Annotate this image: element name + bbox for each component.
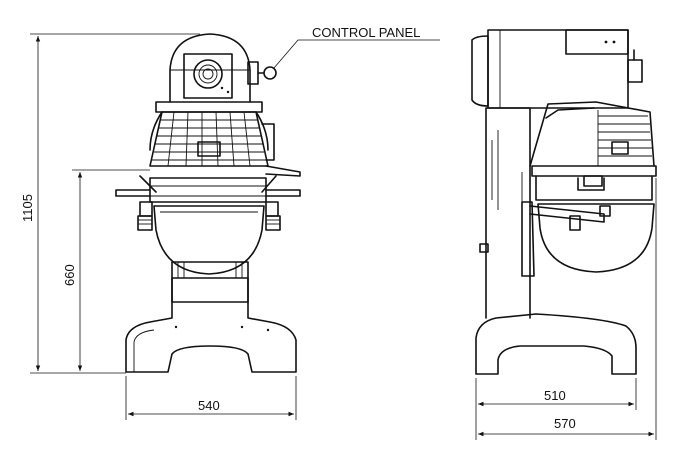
front-view: CONTROL PANEL: [115, 25, 440, 373]
dim-bowl-height: 660: [62, 264, 77, 286]
dim-side-overall-depth: 570: [554, 416, 576, 431]
front-bowl-carrier: [149, 177, 267, 203]
dim-overall-height: 1105: [20, 194, 35, 222]
front-dimensions: 1105 660 540: [20, 33, 297, 420]
side-safety-guard: [529, 101, 655, 167]
side-base: [475, 313, 637, 375]
dim-side-base-depth: 510: [544, 388, 566, 403]
front-bowl-clamp-right: [265, 201, 281, 231]
front-column: [171, 261, 249, 303]
side-column: [485, 107, 531, 319]
side-dimensions: 510 570: [475, 178, 657, 440]
front-bowl-clamp-left: [137, 201, 153, 231]
control-panel-leader: [273, 39, 440, 69]
control-panel-knob: [247, 61, 277, 85]
side-view: [471, 29, 657, 375]
side-bowl-carrier: [521, 165, 657, 277]
front-bowl: [153, 205, 265, 275]
front-safety-guard: [149, 111, 301, 177]
side-head: [471, 29, 643, 109]
front-head: [155, 33, 263, 113]
dim-front-width: 540: [198, 398, 220, 413]
control-panel-label: CONTROL PANEL: [312, 25, 420, 40]
front-base: [125, 277, 297, 373]
side-bowl: [537, 203, 655, 273]
